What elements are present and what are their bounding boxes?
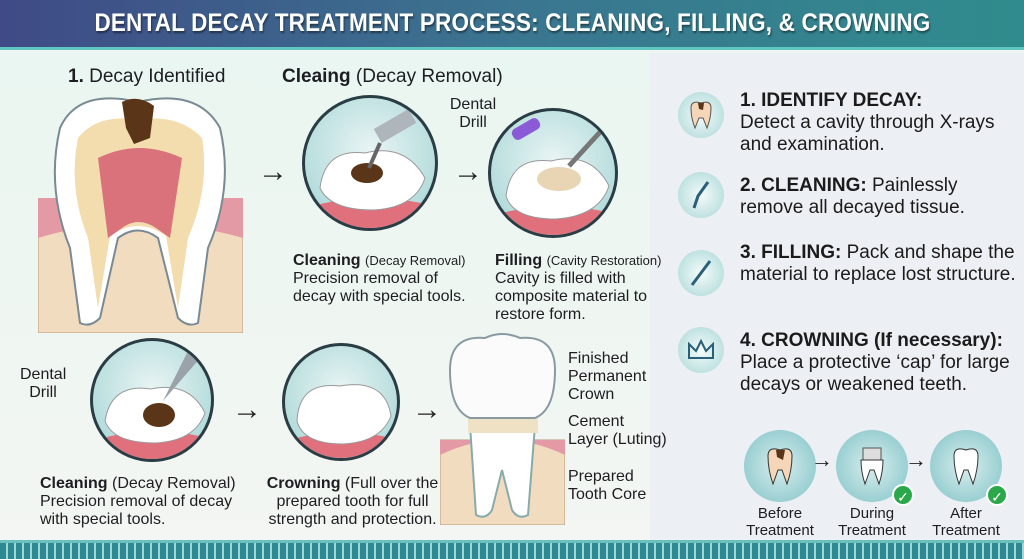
during-treatment-tooth-icon: ✓ (836, 430, 914, 506)
decay-identified-label: 1. Decay Identified (68, 66, 226, 87)
before-treatment-tooth-icon (744, 430, 816, 502)
cleaning-circle-illustration-bottom (90, 338, 214, 462)
stage-label-after: After Treatment (932, 505, 1000, 539)
crown-label-finished: Finished Permanent Crown (568, 350, 647, 403)
cleaning-header-label: Cleaing (Decay Removal) (282, 66, 503, 87)
cleaning-caption: Cleaning (Decay Removal)Precision remova… (293, 252, 466, 305)
check-icon: ✓ (986, 484, 1008, 506)
tooth-cross-section-illustration (38, 97, 243, 333)
step-4: 4. CROWNING (If necessary):Place a prote… (740, 330, 1010, 395)
stage-label-during: During Treatment (838, 505, 906, 539)
filling-caption: Filling (Cavity Restoration)Cavity is fi… (495, 252, 662, 323)
crown-label-core: Prepared Tooth Core (568, 468, 647, 503)
decorative-footer-strip (0, 540, 1024, 559)
cleaning-caption-bottom: Cleaning (Decay Removal)Precision remova… (40, 475, 236, 528)
crown-icon (678, 327, 724, 373)
dental-drill-label: Dental Drill (449, 96, 497, 131)
crowning-caption: Crowning (Full over the prepared tooth f… (266, 475, 439, 528)
arrow-right-icon: → (258, 155, 288, 188)
crown-layers-illustration (440, 333, 565, 525)
arrow-right-icon: → (412, 393, 442, 426)
step-2: 2. CLEANING: Painlessly remove all decay… (740, 175, 965, 218)
dental-drill-label-bottom: Dental Drill (20, 366, 67, 401)
step-3: 3. FILLING: Pack and shape the material … (740, 242, 1016, 285)
crowning-circle-illustration (282, 343, 400, 461)
stage-label-before: Before Treatment (746, 505, 814, 539)
page-title: DENTAL DECAY TREATMENT PROCESS: CLEANING… (93, 9, 930, 37)
filling-circle-illustration (488, 108, 618, 238)
filling-tool-icon (678, 250, 724, 296)
after-treatment-tooth-icon: ✓ (930, 430, 1008, 506)
cleaning-circle-illustration (302, 95, 438, 231)
arrow-right-icon: → (453, 155, 483, 188)
check-icon: ✓ (892, 484, 914, 506)
dental-drill-icon (678, 172, 724, 218)
arrow-right-icon: → (811, 447, 833, 472)
arrow-right-icon: → (905, 447, 927, 472)
decayed-tooth-icon (678, 92, 724, 138)
arrow-right-icon: → (232, 393, 262, 426)
crown-label-cement: Cement Layer (Luting) (568, 413, 667, 448)
step-1: 1. IDENTIFY DECAY:Detect a cavity throug… (740, 90, 995, 155)
header-banner: DENTAL DECAY TREATMENT PROCESS: CLEANING… (0, 0, 1024, 50)
